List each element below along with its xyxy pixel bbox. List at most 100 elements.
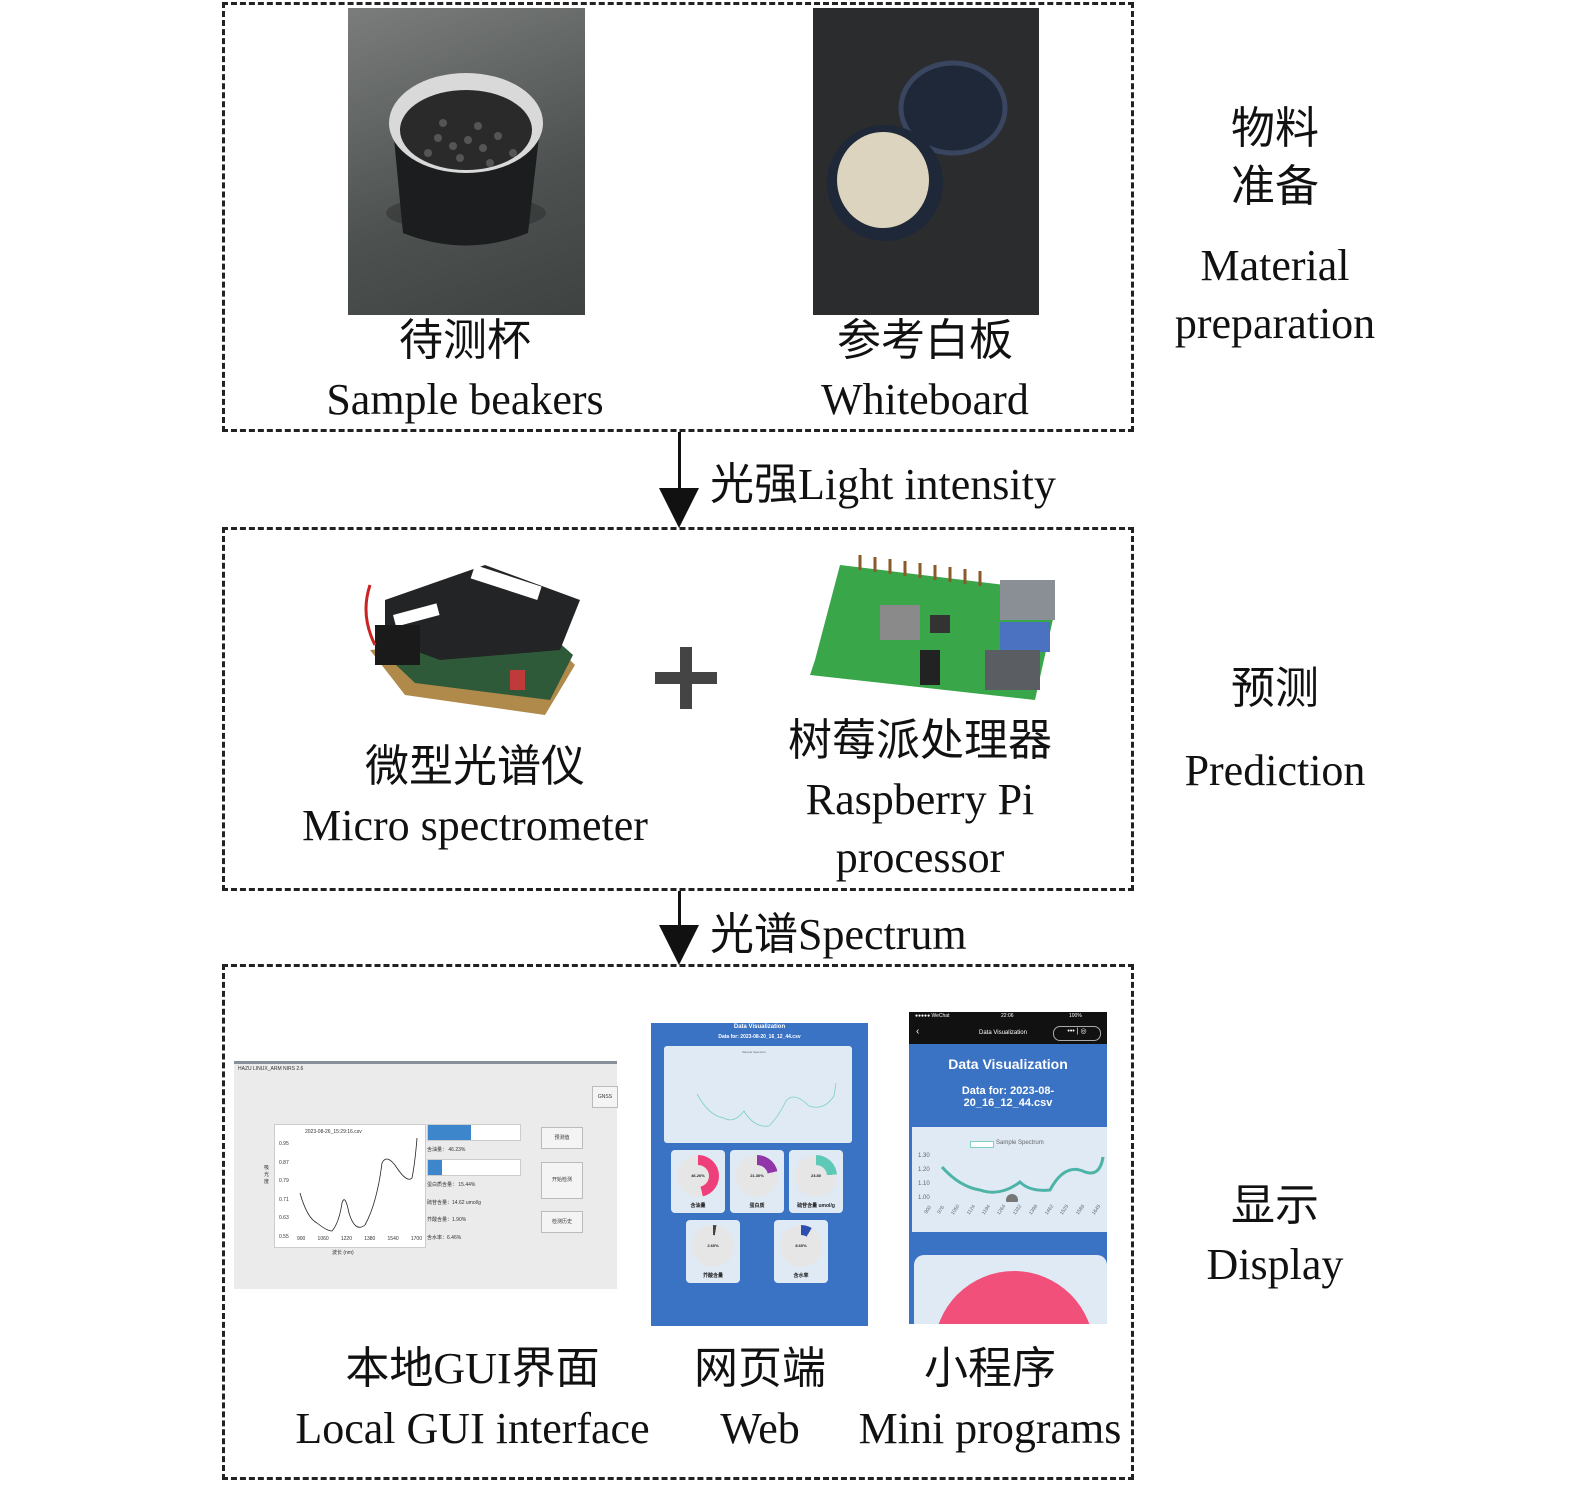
ytick: 1.20 [918, 1167, 930, 1173]
micro-spectrometer-photo [345, 555, 585, 725]
web-en: Web [720, 1404, 800, 1453]
donut-value: 21.30% [750, 1173, 764, 1178]
protein-progress-bar [427, 1159, 521, 1176]
xtick: 1586 [1074, 1203, 1087, 1217]
menu-capsule-icon[interactable]: ••• | ◎ [1053, 1026, 1101, 1041]
arrow-2-line [678, 891, 681, 929]
web-donut-card: 2.60% 芥酸含量 [686, 1220, 740, 1283]
arrow-1-head [659, 488, 699, 528]
prediction-side-cn: 预测 [1231, 664, 1319, 713]
display-side-en: Display [1206, 1240, 1344, 1289]
xtick: 1264 [996, 1203, 1008, 1217]
xtick: 1060 [317, 1236, 329, 1242]
web-donut-card: 46.26%含油量 [671, 1150, 725, 1213]
gui-spectrum-line [299, 1137, 418, 1232]
glucoside-content: 硫苷含量：14.62 umol/g [427, 1200, 481, 1206]
xtick: 1124 [965, 1203, 977, 1217]
material-side-en: Material preparation [1174, 241, 1376, 348]
plus-vertical [680, 647, 692, 709]
web-title: Data Visualization [733, 1024, 786, 1030]
donut-value: 23.80 [810, 1173, 821, 1178]
moisture-content: 含水率：6.46% [427, 1235, 462, 1241]
gui-menu: HAZU LINUX_ARM NIRS 2.6 [238, 1066, 304, 1072]
xtick: 1525 [1059, 1203, 1071, 1217]
web-donut-card: 21.30% 蛋白质 [730, 1150, 784, 1213]
gui-xlabel: 波长 (nm) [332, 1250, 354, 1256]
prediction-side-en: Prediction [1184, 746, 1366, 795]
xtick: 1700 [410, 1236, 422, 1242]
donut-chart [795, 1155, 837, 1197]
erucic-content: 芥酸含量：1.90% [427, 1217, 467, 1223]
xtick: 1050 [949, 1203, 962, 1217]
micro-spectrometer-en: Micro spectrometer [302, 801, 648, 850]
ytick: 0.87 [279, 1159, 289, 1166]
xtick: 1398 [1027, 1203, 1040, 1217]
arrow-1-line [678, 432, 681, 492]
mini-program-screenshot: ●●●●● WeChat 22:06 100% ‹ Data Visualiza… [909, 1012, 1107, 1324]
ytick: 0.71 [279, 1196, 289, 1203]
predict-button[interactable]: 预测值 [541, 1127, 583, 1149]
ytick: 1.30 [918, 1153, 930, 1159]
mini-donut [934, 1271, 1094, 1324]
xtick: 900 [297, 1236, 306, 1242]
gui-ylabel: 吸光度 [264, 1165, 270, 1185]
mini-donut-card [914, 1255, 1107, 1324]
mini-program-cn: 小程序 [924, 1344, 1056, 1393]
start-detect-button[interactable]: 开始检测 [541, 1162, 583, 1199]
xtick: 900 [923, 1204, 934, 1216]
sample-beakers-en: Sample beakers [326, 375, 604, 424]
local-gui-cn: 本地GUI界面 [345, 1344, 600, 1393]
history-button[interactable]: 检测历史 [541, 1211, 583, 1233]
donut-label: 芥酸含量 [702, 1273, 723, 1279]
whiteboard-en: Whiteboard [821, 375, 1029, 424]
prediction-box [222, 527, 1134, 891]
gui-chart-file: 2023-08-26_15:29:16.csv [305, 1129, 362, 1135]
xtick: 1332 [1012, 1203, 1024, 1217]
web-screenshot: Data Visualization Data for: 2023-08-20_… [651, 1023, 868, 1326]
material-preparation-box [222, 2, 1134, 432]
mini-legend: Sample Spectrum [996, 1140, 1044, 1146]
status-carrier: ●●●●● WeChat [915, 1013, 950, 1019]
xtick: 976 [936, 1204, 946, 1216]
ytick: 0.79 [279, 1178, 289, 1184]
web-spectrum-chart: Sample Spectrum [664, 1046, 852, 1143]
donut-chart [736, 1155, 778, 1197]
web-cn: 网页端 [694, 1344, 826, 1393]
donut-chart [780, 1225, 822, 1267]
oil-progress-bar [427, 1124, 521, 1141]
wechat-header: ●●●●● WeChat 22:06 100% ‹ Data Visualiza… [909, 1012, 1107, 1044]
donut-value: 2.60% [707, 1243, 719, 1248]
donut-label: 蛋白质 [749, 1203, 765, 1209]
light-intensity-label: 光强Light intensity [710, 460, 1056, 509]
web-donut-card: 8.60%含水率 [774, 1220, 828, 1283]
back-icon[interactable]: ‹ [916, 1026, 920, 1037]
sample-beaker-photo [348, 8, 585, 315]
display-side-cn: 显示 [1231, 1181, 1319, 1230]
status-battery: 100% [1069, 1013, 1082, 1019]
donut-chart [677, 1155, 719, 1197]
local-gui-screenshot: HAZU LINUX_ARM NIRS 2.6 GNSS 2023-08-26_… [234, 1061, 618, 1289]
gnss-button[interactable]: GNSS [592, 1086, 618, 1108]
local-gui-en: Local GUI interface [295, 1404, 650, 1453]
donut-value: 8.60% [795, 1243, 807, 1248]
raspberry-pi-en: Raspberry Pi processor [805, 775, 1035, 882]
ytick: 0.55 [279, 1233, 289, 1240]
whiteboard-photo [813, 8, 1039, 315]
web-subtitle: Data for: 2023-08-20_16_12_44.csv [718, 1034, 801, 1040]
oil-content: 含油量： 46.23% [427, 1147, 466, 1153]
xtick: 1540 [387, 1236, 399, 1242]
xtick: 1645 [1090, 1203, 1103, 1217]
micro-spectrometer-cn: 微型光谱仪 [365, 742, 585, 791]
sample-beakers-cn: 待测杯 [399, 316, 531, 365]
donut-value: 46.26% [691, 1173, 705, 1178]
xtick: 1462 [1043, 1203, 1055, 1217]
ytick: 0.63 [279, 1215, 289, 1221]
xtick: 1220 [340, 1236, 352, 1242]
protein-content: 蛋白质含量： 15.44% [427, 1182, 476, 1188]
mini-program-en: Mini programs [858, 1404, 1122, 1453]
